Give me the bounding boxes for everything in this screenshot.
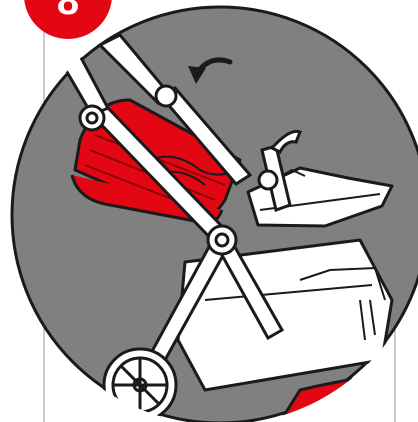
rear-wheel (104, 349, 176, 421)
step-number: 8 (57, 0, 79, 23)
step-badge: 8 (24, 0, 112, 39)
